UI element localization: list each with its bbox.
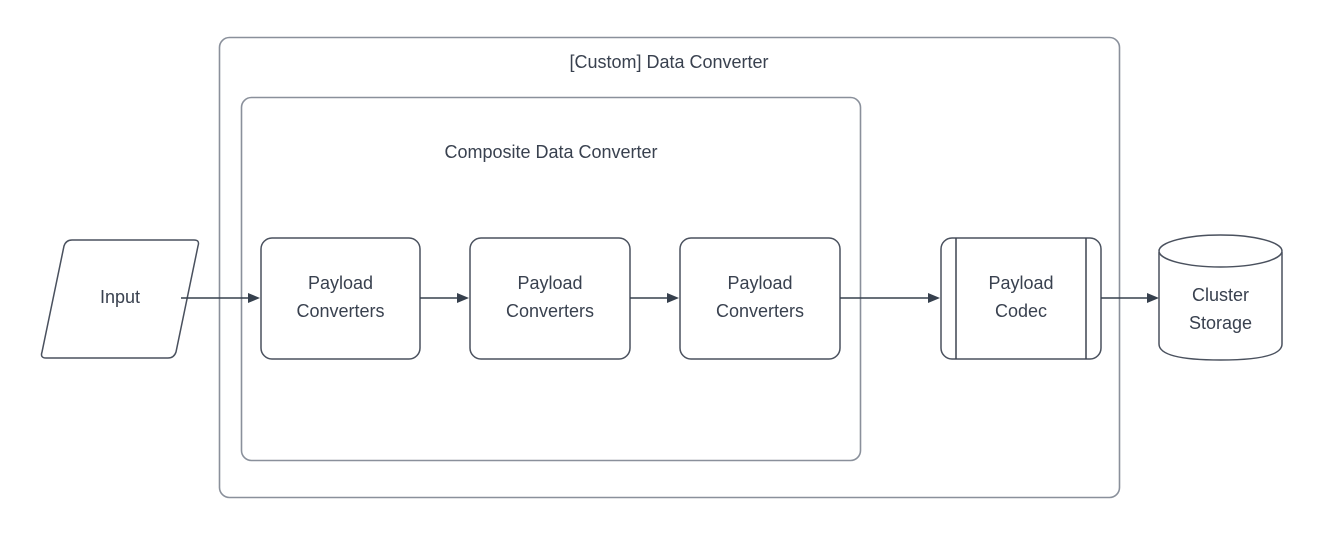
node-payload-codec[interactable]: Payload Codec: [940, 237, 1102, 360]
node-payload-converter-2-label-line2: Converters: [506, 301, 594, 321]
node-payload-converter-3-label-line2: Converters: [716, 301, 804, 321]
node-payload-converter-3-shape: [679, 237, 841, 360]
edge-input-to-payload-converter-1: [181, 293, 260, 303]
node-cluster-storage-top-ellipse: [1158, 234, 1283, 268]
node-input-shape: [40, 239, 200, 359]
container-custom-data-converter-label: [Custom] Data Converter: [569, 52, 768, 72]
edge-payload-converter-3-to-codec: [840, 293, 940, 303]
node-cluster-storage-label-line1: Cluster: [1192, 285, 1249, 305]
edge-input-to-payload-converter-1-arrowhead: [248, 293, 260, 303]
node-payload-codec-label-line2: Codec: [995, 301, 1047, 321]
node-input[interactable]: Input: [40, 239, 200, 359]
edge-payload-converter-1-to-2: [420, 293, 469, 303]
node-payload-codec-shape: [940, 237, 1102, 360]
edge-payload-converter-1-to-2-arrowhead: [457, 293, 469, 303]
node-payload-converter-1[interactable]: Payload Converters: [260, 237, 421, 360]
node-payload-converter-2[interactable]: Payload Converters: [469, 237, 631, 360]
edge-codec-to-cluster-storage-arrowhead: [1147, 293, 1159, 303]
node-cluster-storage-label-line2: Storage: [1189, 313, 1252, 333]
node-cluster-storage-body: [1158, 252, 1283, 361]
node-payload-converter-3-label-line1: Payload: [727, 273, 792, 293]
node-payload-converter-1-label-line1: Payload: [308, 273, 373, 293]
edge-payload-converter-2-to-3-arrowhead: [667, 293, 679, 303]
edge-payload-converter-3-to-codec-arrowhead: [928, 293, 940, 303]
node-payload-converter-1-label-line2: Converters: [296, 301, 384, 321]
container-composite-data-converter-label: Composite Data Converter: [444, 142, 657, 162]
node-payload-converter-1-shape: [260, 237, 421, 360]
node-payload-converter-3[interactable]: Payload Converters: [679, 237, 841, 360]
edge-codec-to-cluster-storage: [1101, 293, 1159, 303]
node-payload-converter-2-shape: [469, 237, 631, 360]
node-payload-converter-2-label-line1: Payload: [517, 273, 582, 293]
node-input-label: Input: [100, 287, 140, 307]
node-payload-codec-label-line1: Payload: [988, 273, 1053, 293]
node-cluster-storage[interactable]: Cluster Storage: [1158, 234, 1283, 361]
edge-payload-converter-2-to-3: [630, 293, 679, 303]
